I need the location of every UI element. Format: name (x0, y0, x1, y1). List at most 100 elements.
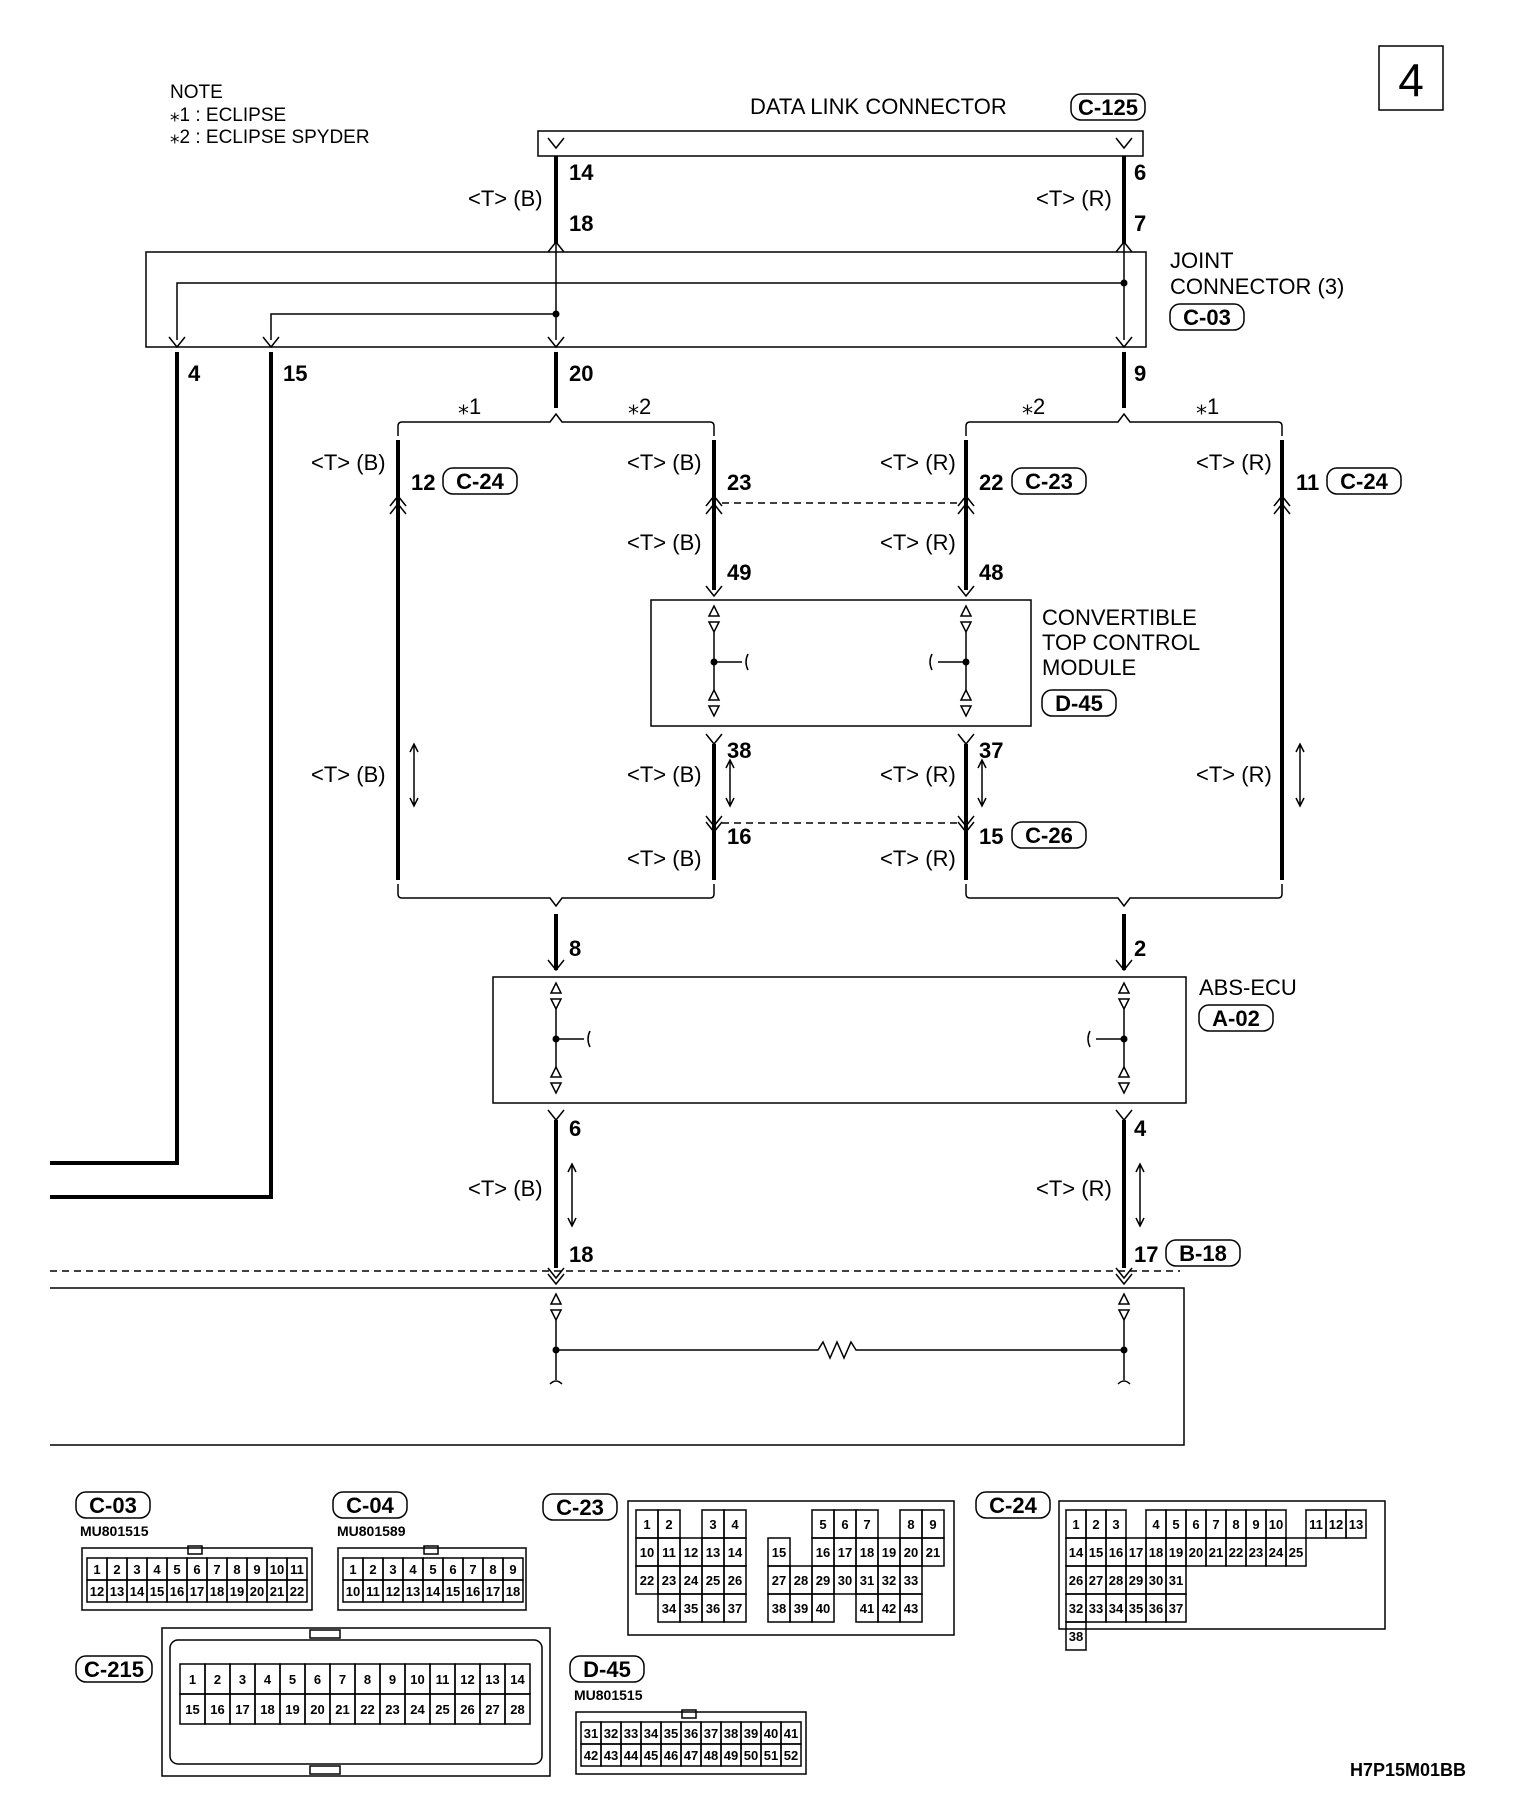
joint-terminal-out-20 (547, 336, 565, 349)
pin-number: 5 (289, 1672, 296, 1687)
pin-number: 22 (640, 1573, 654, 1588)
c26-terminal-b (705, 815, 723, 834)
pin-number: 21 (270, 1584, 284, 1599)
pin-number: 6 (841, 1517, 848, 1532)
note-item-2: ⁎2 : ECLIPSE SPYDER (170, 127, 370, 148)
pin-number: 37 (1169, 1601, 1183, 1616)
pin-number: 20 (310, 1702, 324, 1717)
c23-view-id: C-23 (556, 1495, 604, 1520)
wire-label-c24-r: <T> (R) (1196, 450, 1272, 475)
pin-number: 6 (314, 1672, 321, 1687)
pin-number: 1 (349, 1562, 356, 1577)
pin-c24-b: 12 (411, 470, 435, 495)
pin-number: 28 (794, 1573, 808, 1588)
pin-number: 17 (235, 1702, 249, 1717)
wire-label-eclipse-r-mid: <T> (R) (1196, 762, 1272, 787)
pin-number: 26 (1069, 1573, 1083, 1588)
pin-ctcm-out-b: 38 (727, 738, 751, 763)
d45-part: MU801515 (574, 1687, 643, 1703)
wire-label-c26-b: <T> (B) (627, 846, 702, 871)
drawing-code: H7P15M01BB (1350, 1760, 1466, 1780)
joint-id: C-03 (1183, 305, 1231, 330)
pin-number: 7 (1212, 1517, 1219, 1532)
c24-terminal-r (1273, 494, 1291, 515)
pin-joint-out-9: 9 (1134, 361, 1146, 386)
joint-internal-15 (270, 313, 556, 340)
joint-id-badge (1169, 303, 1245, 331)
pin-number: 14 (728, 1545, 743, 1560)
pin-number: 36 (684, 1726, 698, 1741)
d45-view-id: D-45 (583, 1657, 631, 1682)
joint-name-1: JOINT (1170, 248, 1234, 273)
b18-terminal-b (547, 1267, 565, 1286)
pin-number: 27 (1089, 1573, 1103, 1588)
pin-number: 8 (364, 1672, 371, 1687)
pin-number: 17 (1129, 1545, 1143, 1560)
pin-number: 17 (486, 1584, 500, 1599)
c24-ref-badge-r (1326, 467, 1402, 495)
pin-number: 6 (1192, 1517, 1199, 1532)
pin-abs-out-r: 4 (1134, 1116, 1147, 1141)
abs-id: A-02 (1212, 1006, 1260, 1031)
pin-number: 27 (772, 1573, 786, 1588)
ctcm-terminal-in-b (705, 585, 723, 598)
pin-number: 16 (816, 1545, 830, 1560)
ctcm-terminal-out-b (705, 733, 723, 746)
pin-number: 34 (1109, 1601, 1124, 1616)
pin-cell (286, 1579, 308, 1603)
pin-number: 9 (389, 1672, 396, 1687)
pin-number: 25 (1289, 1545, 1303, 1560)
b18-ref: B-18 (1179, 1241, 1227, 1266)
pin-number: 32 (1069, 1601, 1083, 1616)
wire-label-c23-r: <T> (R) (880, 450, 956, 475)
pin-number: 6 (449, 1562, 456, 1577)
pin-number: 5 (1172, 1517, 1179, 1532)
pin-number: 41 (784, 1726, 798, 1741)
pin-c26-r: 15 (979, 824, 1003, 849)
pin-number: 46 (664, 1748, 678, 1763)
c23-terminal-r (957, 494, 975, 515)
pin-number: 33 (904, 1573, 918, 1588)
wire-label-eclipse-b-mid: <T> (B) (311, 762, 386, 787)
b18-ref-badge (1165, 1239, 1241, 1267)
pin-number: 32 (604, 1726, 618, 1741)
pin-number: 24 (684, 1573, 699, 1588)
pin-number: 7 (469, 1562, 476, 1577)
pin-cell (899, 1593, 923, 1623)
dlc-box (537, 130, 1144, 157)
pin-number: 19 (1169, 1545, 1183, 1560)
pin-number: 24 (1269, 1545, 1284, 1560)
pin-number: 15 (185, 1702, 199, 1717)
wire-label-ctcm-in-r: <T> (R) (880, 530, 956, 555)
pin-number: 29 (1129, 1573, 1143, 1588)
pin-number: 19 (285, 1702, 299, 1717)
variant-brace-bottom-r (965, 884, 1283, 908)
pin-number: 28 (1109, 1573, 1123, 1588)
pin-number: 12 (460, 1672, 474, 1687)
pin-number: 13 (110, 1584, 124, 1599)
pin-b18-r: 17 (1134, 1242, 1158, 1267)
pin-number: 18 (210, 1584, 224, 1599)
pin-cell (1165, 1593, 1187, 1623)
pin-dlc-b: 14 (569, 160, 594, 185)
pin-number: 18 (1149, 1545, 1163, 1560)
pin-number: 28 (510, 1702, 524, 1717)
pin-number: 8 (1232, 1517, 1239, 1532)
variant-brace-top-r (965, 412, 1283, 436)
pin-dlc-r: 6 (1134, 160, 1146, 185)
pin-number: 12 (684, 1545, 698, 1560)
joint-terminal-in-r (1115, 240, 1133, 253)
pin-cell (502, 1579, 524, 1603)
pin-number: 3 (239, 1672, 246, 1687)
pin-number: 23 (1249, 1545, 1263, 1560)
pin-number: 7 (339, 1672, 346, 1687)
arrow-abs-out-b (567, 1162, 577, 1228)
pin-number: 9 (509, 1562, 516, 1577)
pin-number: 31 (860, 1573, 874, 1588)
joint-node-r (1120, 279, 1128, 287)
pin-number: 29 (816, 1573, 830, 1588)
pin-number: 20 (1189, 1545, 1203, 1560)
pin-number: 1 (1072, 1517, 1079, 1532)
